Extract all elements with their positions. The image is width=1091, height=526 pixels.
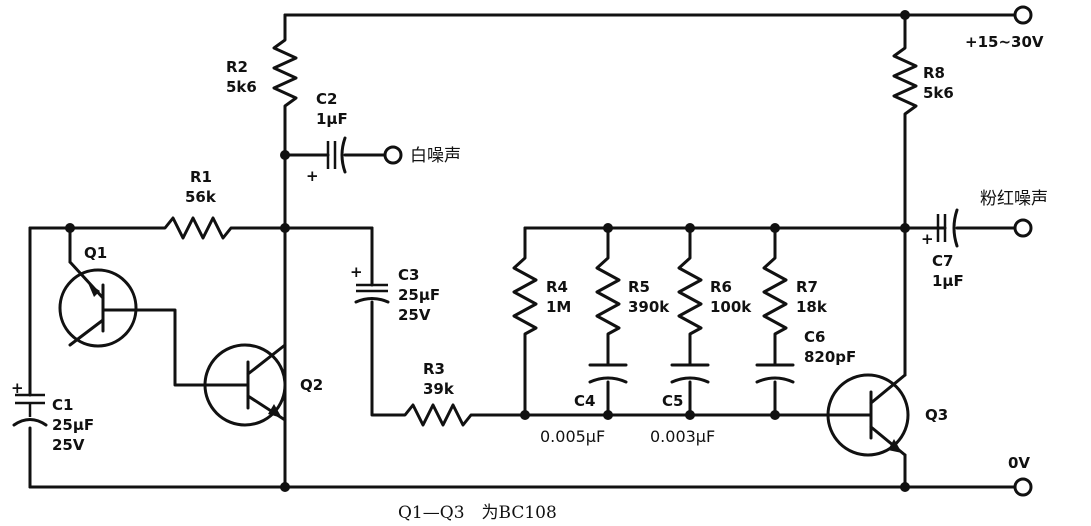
r3-value: 39k — [423, 380, 455, 398]
r4-id: R4 — [546, 278, 568, 296]
r6-value: 100k — [710, 298, 752, 316]
r5-id: R5 — [628, 278, 650, 296]
transistor-Q3 — [826, 373, 910, 457]
resistor-R4 — [512, 248, 538, 342]
c3-plus: + — [350, 263, 363, 281]
r8-id: R8 — [923, 64, 945, 82]
pink-noise-label: 粉红噪声 — [980, 189, 1048, 209]
r4-value: 1M — [546, 298, 571, 316]
resistor-R6 — [677, 248, 703, 342]
q3-label: Q3 — [925, 406, 948, 424]
footnote: Q1—Q3 为BC108 — [398, 503, 557, 523]
c5-id: C5 — [662, 392, 683, 410]
c3-id: C3 — [398, 266, 419, 284]
capacitor-C7 — [936, 208, 959, 248]
wires — [28, 13, 1017, 489]
terminal-white-noise — [383, 145, 403, 165]
resistor-R3 — [393, 403, 487, 427]
capacitor-C5 — [670, 363, 710, 384]
terminal-pink-noise — [1013, 218, 1033, 238]
junction-dots — [65, 10, 910, 492]
r6-id: R6 — [710, 278, 732, 296]
r1-value: 56k — [185, 188, 217, 206]
transistor-Q2 — [203, 343, 287, 427]
r7-value: 18k — [796, 298, 828, 316]
terminal-positive — [1013, 5, 1033, 25]
capacitor-C4 — [588, 363, 628, 384]
r1-id: R1 — [190, 168, 212, 186]
c6-value: 820pF — [804, 348, 856, 366]
c4-id: C4 — [574, 392, 595, 410]
white-noise-label: 白噪声 — [410, 146, 461, 166]
r7-id: R7 — [796, 278, 818, 296]
c2-value: 1μF — [316, 110, 348, 128]
c1-plus: + — [11, 379, 24, 397]
r3-id: R3 — [423, 360, 445, 378]
terminal-ground — [1013, 477, 1033, 497]
capacitor-C3 — [354, 283, 390, 304]
c7-value: 1μF — [932, 272, 964, 290]
c5-value: 0.003μF — [650, 427, 715, 446]
resistor-R2 — [272, 30, 298, 120]
r2-id: R2 — [226, 58, 248, 76]
c1-id: C1 — [52, 396, 73, 414]
c3-value: 25μF — [398, 286, 440, 304]
c4-value: 0.005μF — [540, 427, 605, 446]
r5-value: 390k — [628, 298, 670, 316]
q2-label: Q2 — [300, 376, 323, 394]
q1-label: Q1 — [84, 244, 107, 262]
supply-positive-label: +15~30V — [965, 33, 1044, 51]
resistor-R7 — [762, 248, 788, 342]
resistor-R1 — [153, 216, 247, 240]
c3-voltage: 25V — [398, 306, 431, 324]
resistor-R5 — [595, 248, 621, 342]
r2-value: 5k6 — [226, 78, 257, 96]
supply-ground-label: 0V — [1008, 454, 1030, 472]
c7-id: C7 — [932, 252, 953, 270]
c7-plus: + — [921, 230, 934, 248]
c2-plus: + — [306, 167, 319, 185]
capacitor-C2 — [326, 136, 347, 174]
r8-value: 5k6 — [923, 84, 954, 102]
c2-id: C2 — [316, 90, 337, 108]
capacitor-C6 — [755, 363, 795, 384]
capacitor-C1 — [12, 393, 48, 427]
c1-voltage: 25V — [52, 436, 85, 454]
c1-value: 25μF — [52, 416, 94, 434]
transistor-Q1 — [58, 260, 138, 348]
resistor-R8 — [892, 38, 918, 127]
c6-id: C6 — [804, 328, 825, 346]
